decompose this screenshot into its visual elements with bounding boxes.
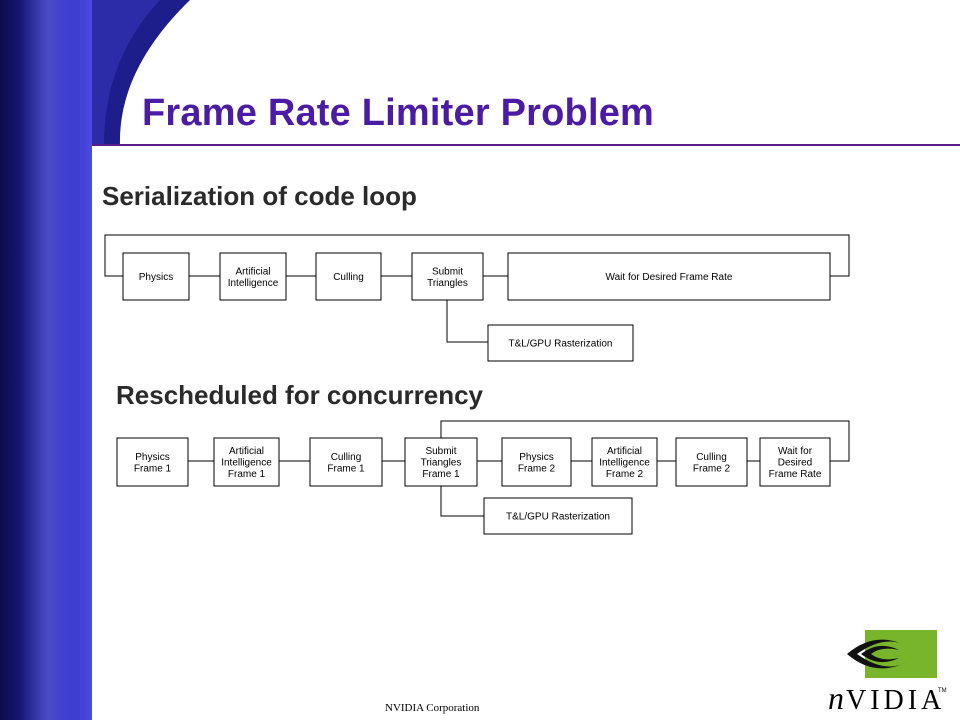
submit-triangles-frame1-box-label-line: Submit	[425, 446, 456, 457]
ai-frame2-box-label-line: Artificial	[607, 446, 642, 457]
artificial-intelligence-box-label-line: Artificial	[235, 266, 270, 277]
wait-frame-rate-box-label-line: Wait for Desired Frame Rate	[606, 272, 733, 283]
culling-frame2-box-label-line: Culling	[696, 452, 727, 463]
physics-box-label-line: Physics	[139, 272, 173, 283]
artificial-intelligence-box-label-line: Intelligence	[228, 278, 279, 289]
ai-frame1-box-label-line: Artificial	[229, 446, 264, 457]
ai-frame2-box-label-line: Intelligence	[599, 458, 650, 469]
culling-frame1-box-label-line: Frame 1	[327, 463, 365, 474]
top-corner-curve	[92, 0, 190, 145]
diagram2-connectors	[188, 420, 850, 517]
loop-connector-1	[104, 234, 850, 277]
logo-letters: VIDIA	[846, 685, 946, 716]
physics-frame1-box-label-line: Frame 1	[134, 463, 172, 474]
ai-frame2-box-label-line: Frame 2	[606, 469, 644, 480]
submit-triangles-frame1-box-label-line: Frame 1	[422, 469, 460, 480]
culling-frame2-box-label-line: Frame 2	[693, 463, 731, 474]
wait-desired-frame-rate-box-label-line: Frame Rate	[769, 469, 822, 480]
tl-gpu-rasterization-box-2: T&L/GPU Rasterization	[483, 497, 633, 535]
section-heading-serialization: Serialization of code loop	[102, 181, 417, 211]
tl-gpu-rasterization-box-label-line: T&L/GPU Rasterization	[509, 339, 613, 350]
ai-frame1-box-label-line: Frame 1	[228, 469, 266, 480]
logo-n: n	[828, 680, 846, 716]
submit-triangles-frame1-box-label-line: Triangles	[421, 458, 462, 469]
left-decorative-band	[0, 0, 92, 720]
submit-triangles-box-label-line: Submit	[432, 266, 463, 277]
submit-triangles-box-label-line: Triangles	[427, 278, 468, 289]
wait-desired-frame-rate-box-label-line: Wait for	[778, 446, 813, 457]
physics-box: Physics	[122, 252, 190, 301]
connector-submit-rasterization	[446, 300, 488, 343]
physics-frame2-box-label-line: Frame 2	[518, 463, 556, 474]
loop-connector-2	[440, 420, 850, 462]
title-underline	[92, 144, 960, 146]
tl-gpu-rasterization-box-2-label-line: T&L/GPU Rasterization	[506, 512, 610, 523]
wait-desired-frame-rate-box-label-line: Desired	[778, 458, 812, 469]
nvidia-wordmark: nVIDIA	[828, 680, 945, 717]
section-heading-rescheduled: Rescheduled for concurrency	[116, 380, 483, 410]
physics-frame2-box-label-line: Physics	[519, 452, 553, 463]
nvidia-eye-logo-icon	[847, 630, 937, 678]
diagram1-connectors	[104, 234, 850, 343]
culling-box: Culling	[315, 252, 382, 301]
ai-frame1-box-label-line: Intelligence	[221, 458, 272, 469]
physics-frame1-box-label-line: Physics	[135, 452, 169, 463]
connector-s1-rasterization	[440, 486, 484, 517]
culling-box-label-line: Culling	[333, 272, 364, 283]
tl-gpu-rasterization-box: T&L/GPU Rasterization	[487, 324, 634, 362]
slide-title: Frame Rate Limiter Problem	[142, 92, 655, 134]
culling-frame1-box-label-line: Culling	[331, 452, 362, 463]
trademark-mark: TM	[938, 688, 947, 694]
footer-company: NVIDIA Corporation	[385, 702, 480, 714]
wait-frame-rate-box: Wait for Desired Frame Rate	[507, 252, 831, 301]
